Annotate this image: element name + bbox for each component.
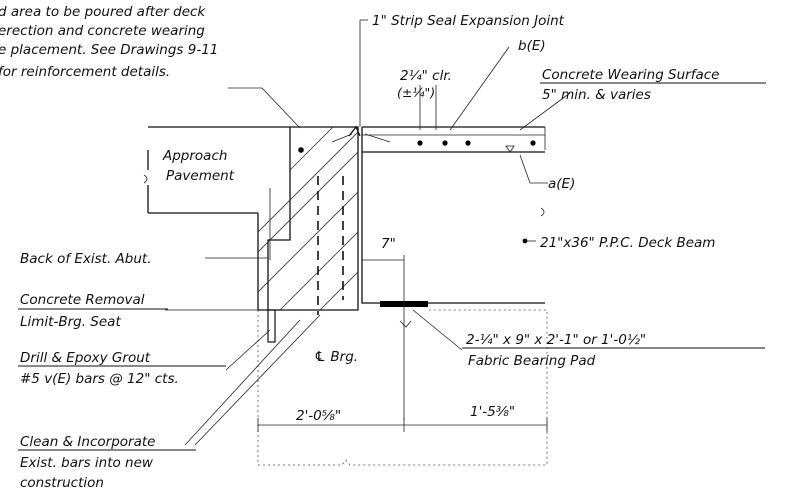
strip-seal-joint [331, 19, 391, 143]
pavement-label: Pavement [166, 168, 235, 184]
existing-bars-label: Exist. bars into new [20, 455, 154, 471]
a-e-label: a(E) [548, 176, 575, 192]
construction-label: construction [20, 475, 104, 491]
deck-beam [361, 126, 546, 304]
note-line-3: e placement. See Drawings 9-11 [0, 42, 218, 58]
pad-name-label: Fabric Bearing Pad [468, 353, 596, 369]
existing-abutment [257, 126, 359, 315]
note-line-4: for reinforcement details. [0, 64, 170, 80]
limit-brg-seat-label: Limit-Brg. Seat [20, 314, 121, 330]
dimension-lines [257, 255, 548, 432]
b-e-label: b(E) [518, 38, 546, 54]
strip-seal-label: 1" Strip Seal Expansion Joint [372, 13, 565, 29]
pad-dimensions-label: 2-¼" x 9" x 2'-1" or 1'-0½" [466, 332, 646, 348]
note-line-2: erection and concrete wearing [0, 23, 205, 39]
seven-inch-dim: 7" [381, 236, 396, 252]
epoxy-dowel-bar [267, 309, 276, 343]
drill-epoxy-label: Drill & Epoxy Grout [20, 350, 151, 366]
wearing-thickness-label: 5" min. & varies [542, 87, 651, 103]
approach-label: Approach [162, 148, 227, 164]
demolition-hatch [258, 127, 358, 310]
deck-beam-label: 21"x36" P.P.C. Deck Beam [540, 235, 715, 251]
leader-lines [165, 46, 571, 446]
clean-incorporate-label: Clean & Incorporate [20, 434, 155, 450]
concrete-removal-label: Concrete Removal [20, 292, 145, 308]
approach-slab [143, 126, 290, 214]
bars-spacing-label: #5 v(E) bars @ 12" cts. [20, 371, 179, 387]
back-of-abutment-label: Back of Exist. Abut. [20, 251, 152, 267]
wearing-surface-label: Concrete Wearing Surface [542, 67, 719, 83]
right-dimension-label: 1'-5⅜" [470, 404, 515, 420]
centerline-bearing-label: ℄ Brg. [314, 349, 358, 365]
clear-cover-tolerance: (±¼") [397, 85, 435, 100]
note-line-1: d area to be poured after deck [0, 4, 206, 20]
left-dimension-label: 2'-0⅝" [296, 408, 341, 424]
clear-cover-label: 2¼" clr. [400, 68, 452, 84]
